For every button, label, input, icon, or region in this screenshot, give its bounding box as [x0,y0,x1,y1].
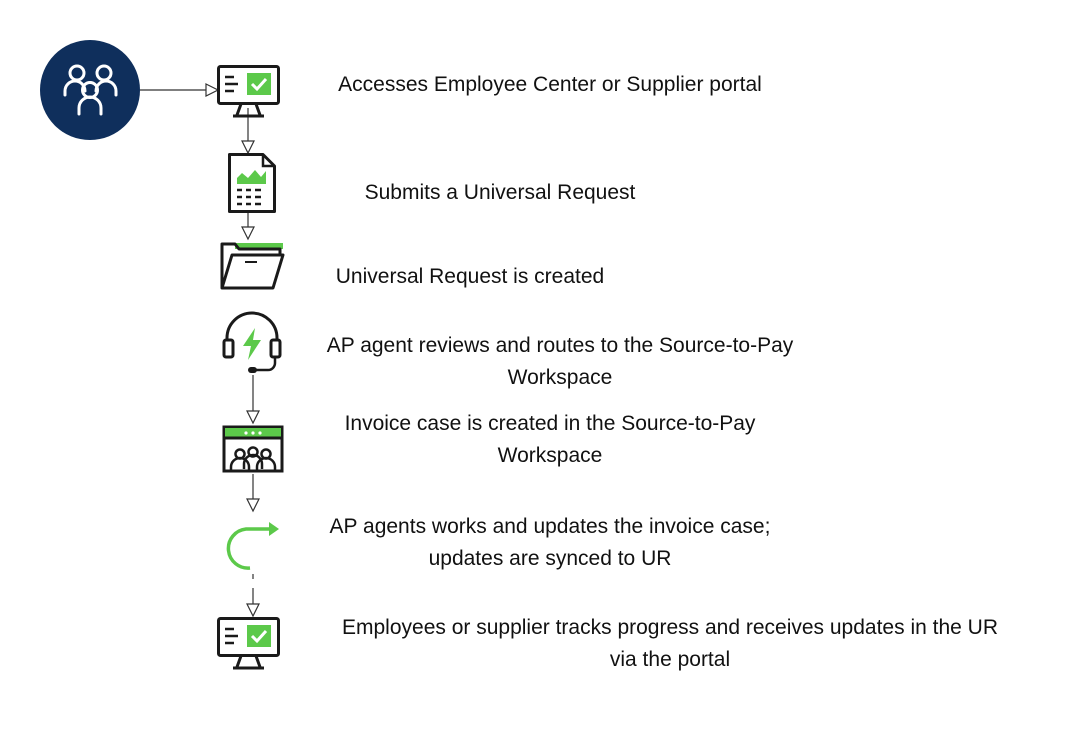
step-2-label-line-1: Submits a Universal Request [364,181,636,204]
step-3-label: Universal Request is created [300,261,640,293]
monitor-check-icon [217,617,280,670]
report-document-icon [228,153,276,213]
step-4-label-line-1: AP agent reviews and routes to the Sourc… [326,334,794,357]
arrowhead [241,226,255,241]
arrowhead [246,498,260,513]
step-7-label-line-2: via the portal [609,648,731,671]
step-5-label-line-1: Invoice case is created in the Source-to… [344,412,756,435]
arrowhead [205,83,220,97]
connectors [140,83,260,618]
workspace-team-icon [222,425,284,473]
step-7-label: Employees or supplier tracks progress an… [295,612,1045,676]
monitor-check-icon [217,65,280,118]
arrowhead [241,140,255,155]
step-5-label-line-2: Workspace [497,444,603,467]
step-3-label-line-1: Universal Request is created [335,265,605,288]
step-1-label: Accesses Employee Center or Supplier por… [295,69,805,101]
step-6-label-line-1: AP agents works and updates the invoice … [329,515,771,538]
headset-bolt-icon [222,311,282,373]
step-6-label: AP agents works and updates the invoice … [290,511,810,575]
step-5-label: Invoice case is created in the Source-to… [300,408,800,472]
actor-users-group-icon [40,40,140,140]
step-4-label-line-2: Workspace [507,366,613,389]
step-6-label-line-2: updates are synced to UR [428,547,672,570]
arrowhead [246,603,260,618]
step-2-label: Submits a Universal Request [330,177,670,209]
step-4-label: AP agent reviews and routes to the Sourc… [280,330,840,394]
sync-arrow-icon [226,522,279,570]
step-7-label-line-1: Employees or supplier tracks progress an… [342,616,998,639]
arrowhead [246,410,260,425]
open-folder-icon [220,242,285,290]
step-1-label-line-1: Accesses Employee Center or Supplier por… [338,73,762,96]
